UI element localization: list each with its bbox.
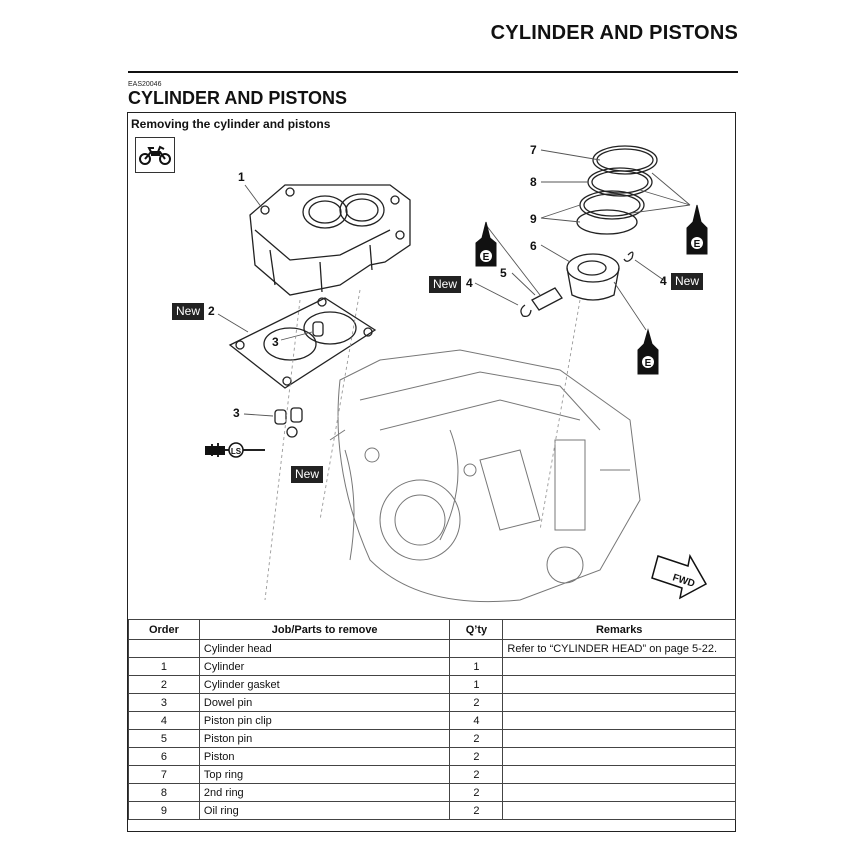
exploded-view-diagram: E E E LS FWD [205, 145, 708, 603]
cell-qty [449, 639, 504, 658]
callout-3a: 3 [272, 335, 279, 349]
section-title: CYLINDER AND PISTONS [128, 88, 348, 108]
cell-remarks [502, 765, 736, 784]
callout-7: 7 [530, 143, 537, 157]
table-row: 6 Piston 2 [128, 747, 736, 766]
table-row: 7 Top ring 2 [128, 765, 736, 784]
piston [566, 253, 620, 301]
new-badge-oring: New [291, 466, 324, 483]
callout-8: 8 [530, 175, 537, 189]
section-code: EAS20046 [128, 81, 162, 88]
page-header-title: CYLINDER AND PISTONS [490, 22, 738, 44]
cell-remarks [502, 801, 736, 820]
svg-text:E: E [645, 358, 652, 369]
cell-order: 5 [128, 729, 200, 748]
callout-6: 6 [530, 239, 537, 253]
engine-illustration [329, 349, 641, 603]
cell-qty: 2 [449, 693, 504, 712]
table-row: 5 Piston pin 2 [128, 729, 736, 748]
motorcycle-icon [135, 137, 175, 173]
callout-4a: 4 [466, 276, 473, 290]
cell-job: Cylinder [198, 657, 451, 676]
table-row: Cylinder head Refer to “CYLINDER HEAD” o… [128, 639, 736, 658]
cell-qty: 2 [449, 801, 504, 820]
cell-qty: 2 [449, 729, 504, 748]
cell-order: 7 [128, 765, 200, 784]
cell-order: 8 [128, 783, 200, 802]
header-qty: Q’ty [449, 619, 504, 640]
svg-text:LS: LS [231, 447, 242, 456]
header-remarks: Remarks [502, 619, 736, 640]
piston-rings [576, 145, 658, 235]
cell-remarks [502, 729, 736, 748]
new-badge-clip-left: New [429, 276, 462, 293]
cell-job: Cylinder gasket [198, 675, 451, 694]
new-badge-gasket: New [172, 303, 205, 320]
cell-qty: 1 [449, 657, 504, 676]
callout-1: 1 [238, 170, 245, 184]
cell-order [128, 639, 200, 658]
cell-job: Top ring [198, 765, 451, 784]
cell-remarks [502, 693, 736, 712]
header-job: Job/Parts to remove [198, 619, 451, 640]
svg-text:E: E [694, 239, 701, 250]
cell-job: Piston pin clip [198, 711, 451, 730]
cell-job: Cylinder head [198, 639, 451, 658]
callout-4b: 4 [660, 274, 667, 288]
callout-9: 9 [530, 212, 537, 226]
callout-5: 5 [500, 266, 507, 280]
cell-remarks [502, 675, 736, 694]
table-row: 1 Cylinder 1 [128, 657, 736, 676]
cell-job: Dowel pin [198, 693, 451, 712]
svg-text:E: E [483, 252, 490, 263]
callout-2: 2 [208, 304, 215, 318]
cell-order: 3 [128, 693, 200, 712]
cell-qty: 2 [449, 747, 504, 766]
cell-job: Piston [198, 747, 451, 766]
table-row: 8 2nd ring 2 [128, 783, 736, 802]
table-row: 9 Oil ring 2 [128, 801, 736, 820]
cell-qty: 4 [449, 711, 504, 730]
ls-grease-icon: LS [205, 442, 244, 458]
table-row: 3 Dowel pin 2 [128, 693, 736, 712]
header-rule [128, 71, 738, 73]
cell-job: Oil ring [198, 801, 451, 820]
cell-qty: 2 [449, 765, 504, 784]
diagram-subtitle: Removing the cylinder and pistons [131, 117, 331, 131]
cell-job: Piston pin [198, 729, 451, 748]
cylinder-gasket [228, 297, 377, 389]
cell-order: 6 [128, 747, 200, 766]
header-order: Order [128, 619, 200, 640]
cell-remarks [502, 747, 736, 766]
cell-qty: 1 [449, 675, 504, 694]
cell-remarks [502, 711, 736, 730]
new-badge-clip-right: New [671, 273, 704, 290]
forward-arrow-icon: FWD [651, 553, 708, 600]
cell-order: 4 [128, 711, 200, 730]
procedure-frame [127, 112, 736, 832]
cell-qty: 2 [449, 783, 504, 802]
table-row: 4 Piston pin clip 4 [128, 711, 736, 730]
cell-remarks [502, 783, 736, 802]
callout-3b: 3 [233, 406, 240, 420]
table-header-row: Order Job/Parts to remove Q’ty Remarks [128, 619, 736, 640]
cylinder-block [249, 184, 411, 296]
cell-order: 9 [128, 801, 200, 820]
cell-job: 2nd ring [198, 783, 451, 802]
cell-remarks [502, 657, 736, 676]
cell-remarks: Refer to “CYLINDER HEAD” on page 5-22. [502, 639, 736, 658]
table-row: 2 Cylinder gasket 1 [128, 675, 736, 694]
cell-order: 1 [128, 657, 200, 676]
cell-order: 2 [128, 675, 200, 694]
parts-table: Order Job/Parts to remove Q’ty Remarks C… [128, 619, 736, 820]
